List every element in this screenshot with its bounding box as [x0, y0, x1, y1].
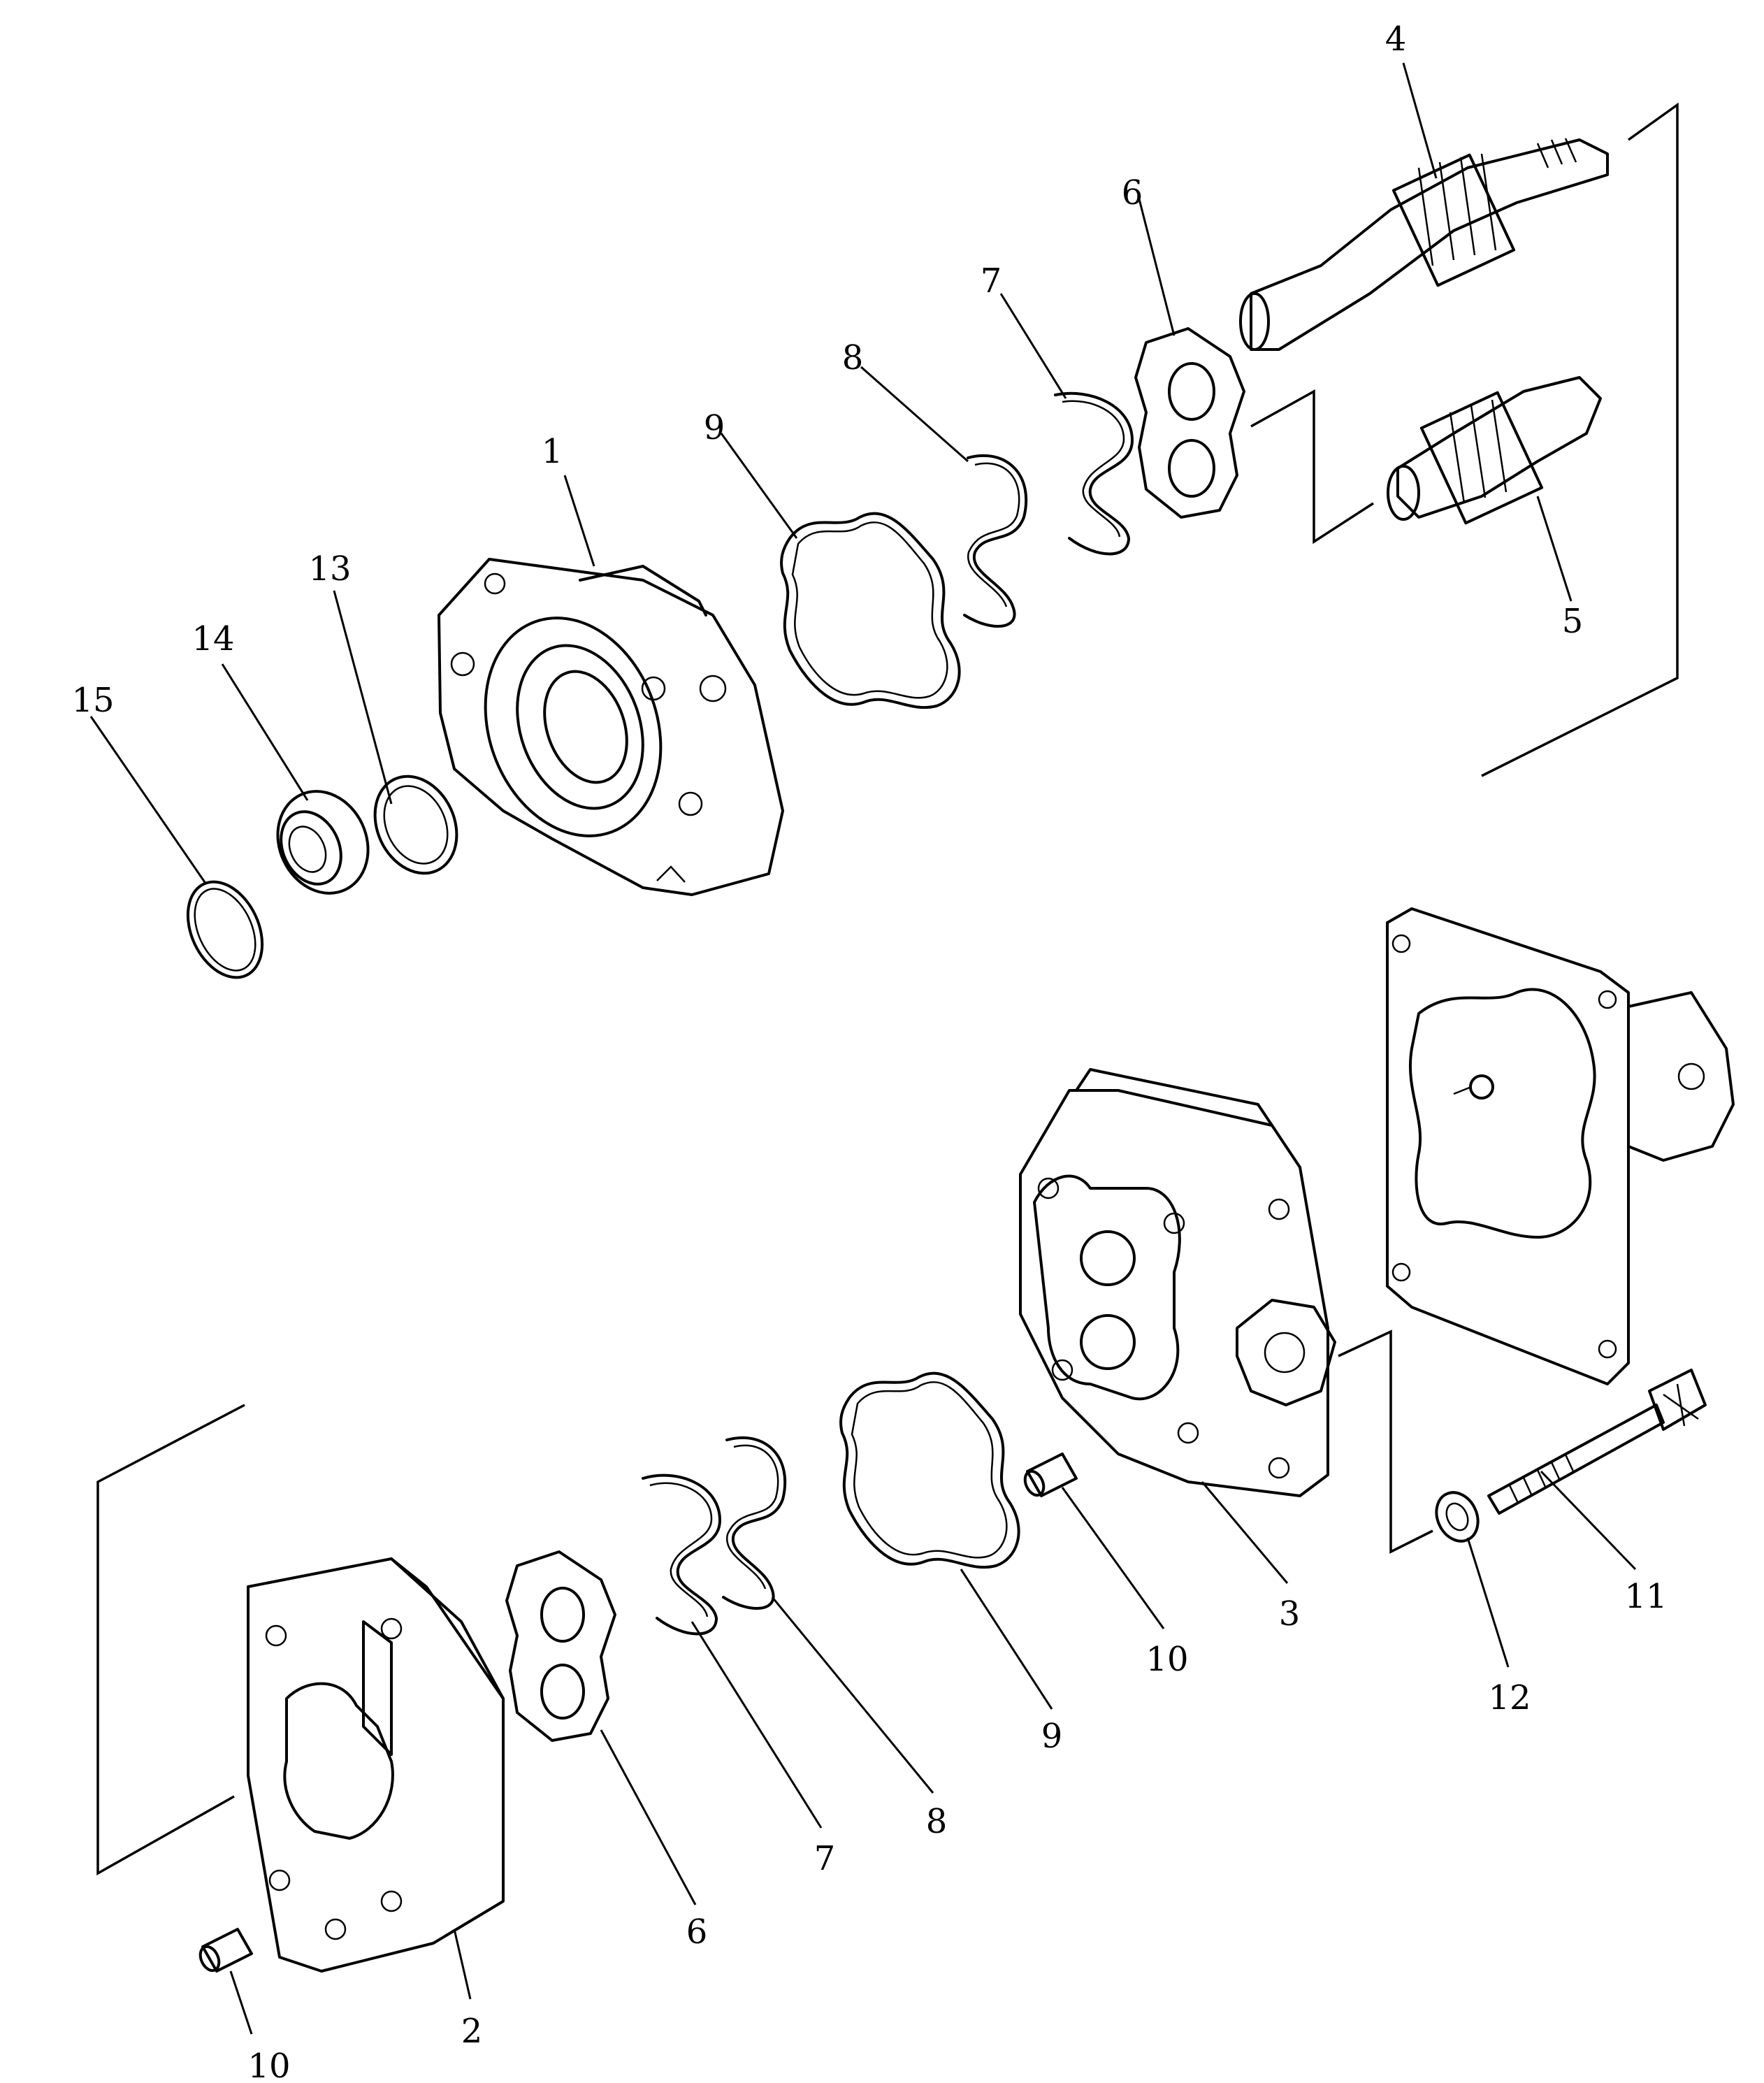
- assembly-bracket-top: [1250, 102, 1679, 777]
- callout-7-top: 7: [981, 261, 1002, 301]
- callout-10-upper: 10: [1145, 1640, 1188, 1679]
- callout-8-bottom: 8: [926, 1802, 948, 1841]
- part-6-bushing-plate-top: [1134, 327, 1245, 519]
- callout-6-bottom: 6: [686, 1912, 708, 1952]
- part-13-washer: [373, 774, 458, 875]
- callout-5: 5: [1562, 602, 1584, 641]
- callout-labels: 1 2 3 4 5 6 7 8 9 13 14 15 6 7 8 9 10 10…: [71, 20, 1667, 2083]
- callout-12: 12: [1488, 1678, 1531, 1717]
- part-9-gasket-bottom: [839, 1371, 1020, 1569]
- part-9-gasket-top: [780, 512, 961, 709]
- part-5-driven-gear: [1387, 376, 1602, 525]
- assembled-pump-body: [1386, 907, 1735, 1385]
- callout-13: 13: [308, 549, 351, 589]
- callout-8-top: 8: [842, 338, 864, 377]
- part-1-front-cover: [438, 558, 784, 896]
- part-4-drive-gear-shaft: [1239, 138, 1609, 351]
- leader-lines: [89, 62, 1637, 2035]
- callout-9-bottom: 9: [1041, 1717, 1063, 1756]
- part-3-rear-cover: [1019, 1068, 1336, 1497]
- part-10-dowel-pin-upper: [1023, 1453, 1078, 1497]
- part-2-gear-case: [247, 1557, 505, 1973]
- callout-2: 2: [461, 2012, 483, 2051]
- part-11-bolt: [1487, 1369, 1707, 1515]
- callout-11: 11: [1624, 1577, 1667, 1616]
- callout-4-top: 4: [1385, 20, 1407, 59]
- part-12-washer: [1435, 1491, 1480, 1543]
- part-8-seal-top: [963, 454, 1028, 628]
- callout-14: 14: [191, 619, 234, 658]
- part-8-seal-bottom: [722, 1436, 787, 1610]
- part-15-snap-ring: [186, 880, 264, 979]
- callout-15: 15: [71, 681, 114, 720]
- callout-9-top: 9: [704, 408, 725, 447]
- callout-7-bottom: 7: [814, 1839, 836, 1878]
- callout-3: 3: [1279, 1594, 1301, 1634]
- part-6-bushing-plate-bottom: [505, 1550, 616, 1742]
- callout-1: 1: [542, 432, 563, 471]
- part-7-backup-ring-bottom: [642, 1473, 721, 1636]
- part-10-dowel-pin-lower: [198, 1928, 253, 1973]
- part-14-bearing: [276, 790, 370, 895]
- callout-10-lower: 10: [247, 2047, 290, 2083]
- part-7-backup-ring-top: [1054, 391, 1134, 556]
- assembly-bracket-bottom: [96, 1329, 1433, 1875]
- callout-6-top: 6: [1122, 173, 1143, 212]
